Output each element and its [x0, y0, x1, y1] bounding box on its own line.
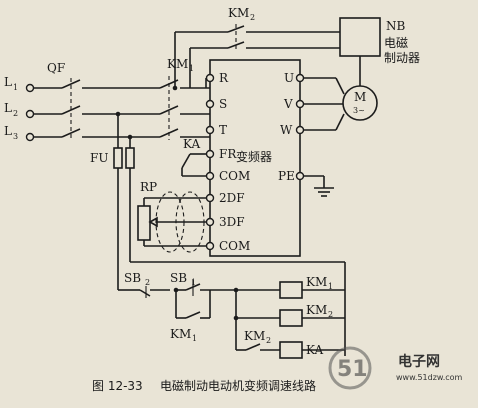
watermark-site: www.51dzw.com — [396, 373, 463, 382]
terminal-com2: COM — [219, 239, 250, 253]
label-l2: L — [4, 101, 12, 115]
terminal-r: R — [219, 71, 229, 85]
label-l1-sub: 1 — [13, 83, 18, 92]
terminal-2df: 2DF — [219, 191, 245, 205]
terminal-com1: COM — [219, 169, 250, 183]
brake-unit-nb: NB 电磁 制动器 — [339, 17, 420, 86]
coil-km1-sub: 1 — [328, 282, 333, 291]
label-sb1: SB — [170, 271, 187, 285]
label-km2-aux-sub: 2 — [266, 336, 271, 345]
label-km1-hold: KM — [170, 327, 191, 341]
motor-label: M — [354, 90, 366, 104]
label-km2-sub: 2 — [250, 13, 255, 22]
label-l3-sub: 3 — [13, 132, 18, 141]
label-brake-line2: 制动器 — [384, 51, 420, 65]
fuse-fu: FU — [90, 114, 135, 290]
motor-sub: 3~ — [353, 106, 365, 115]
watermark-brand: 电子网 — [398, 353, 440, 370]
label-km1: KM — [167, 57, 188, 71]
terminal-u: U — [284, 71, 294, 85]
power-lines: L 1 L 2 L 3 — [4, 75, 62, 142]
inverter: R S T U V W PE 变频器 FR COM 2DF 3DF COM — [205, 59, 305, 257]
label-l1: L — [4, 75, 12, 89]
figure-caption: 图 12-33 电磁制动电动机变频调速线路 — [92, 378, 316, 393]
label-ka-contact: KA — [183, 137, 200, 151]
label-km2-aux: KM — [244, 329, 265, 343]
label-sb2-sub: 2 — [145, 278, 150, 287]
terminal-s: S — [219, 97, 227, 111]
label-brake-line1: 电磁 — [384, 35, 408, 50]
coil-km2-sub: 2 — [328, 310, 333, 319]
terminal-l3 — [25, 132, 35, 142]
label-fu: FU — [90, 151, 108, 165]
ground — [304, 175, 334, 197]
coil-ka-label: KA — [306, 343, 323, 357]
watermark-logo-icon: 51 — [328, 346, 372, 390]
watermark-logo-text: 51 — [337, 357, 368, 382]
label-l2-sub: 2 — [13, 109, 18, 118]
contactor-km1: KM 1 — [159, 57, 210, 140]
label-qf: QF — [47, 61, 65, 75]
label-rp: RP — [140, 180, 157, 194]
terminal-3df: 3DF — [219, 215, 245, 229]
label-nb: NB — [386, 19, 406, 33]
potentiometer-rp: RP — [137, 180, 206, 253]
terminal-l2 — [25, 109, 35, 119]
breaker-qf: QF — [47, 61, 160, 140]
label-sb2: SB — [124, 271, 141, 285]
coil-km1-label: KM — [306, 275, 327, 289]
control-circuit: SB 2 SB 1 KM 1 KM 1 KM 2 — [118, 261, 346, 359]
relay-ka-contact: KA — [181, 137, 206, 177]
motor: M 3~ — [304, 77, 378, 131]
terminal-v: V — [283, 97, 293, 111]
terminal-t: T — [219, 123, 227, 137]
contactor-km2-branch: KM 2 — [174, 6, 340, 88]
terminal-l1 — [25, 83, 35, 93]
caption-number: 图 12-33 — [92, 379, 143, 393]
caption-title: 电磁制动电动机变频调速线路 — [160, 378, 316, 393]
terminal-pe: PE — [278, 169, 295, 183]
terminal-fr: FR — [219, 147, 237, 161]
watermark: 51 电子网 www.51dzw.com — [328, 346, 463, 390]
label-l3: L — [4, 124, 12, 138]
label-km2: KM — [228, 6, 249, 20]
coil-km2-label: KM — [306, 303, 327, 317]
terminal-w: W — [280, 123, 293, 137]
label-km1-sub: 1 — [189, 64, 194, 73]
inverter-label: 变频器 — [236, 149, 272, 164]
label-km1-hold-sub: 1 — [192, 334, 197, 343]
